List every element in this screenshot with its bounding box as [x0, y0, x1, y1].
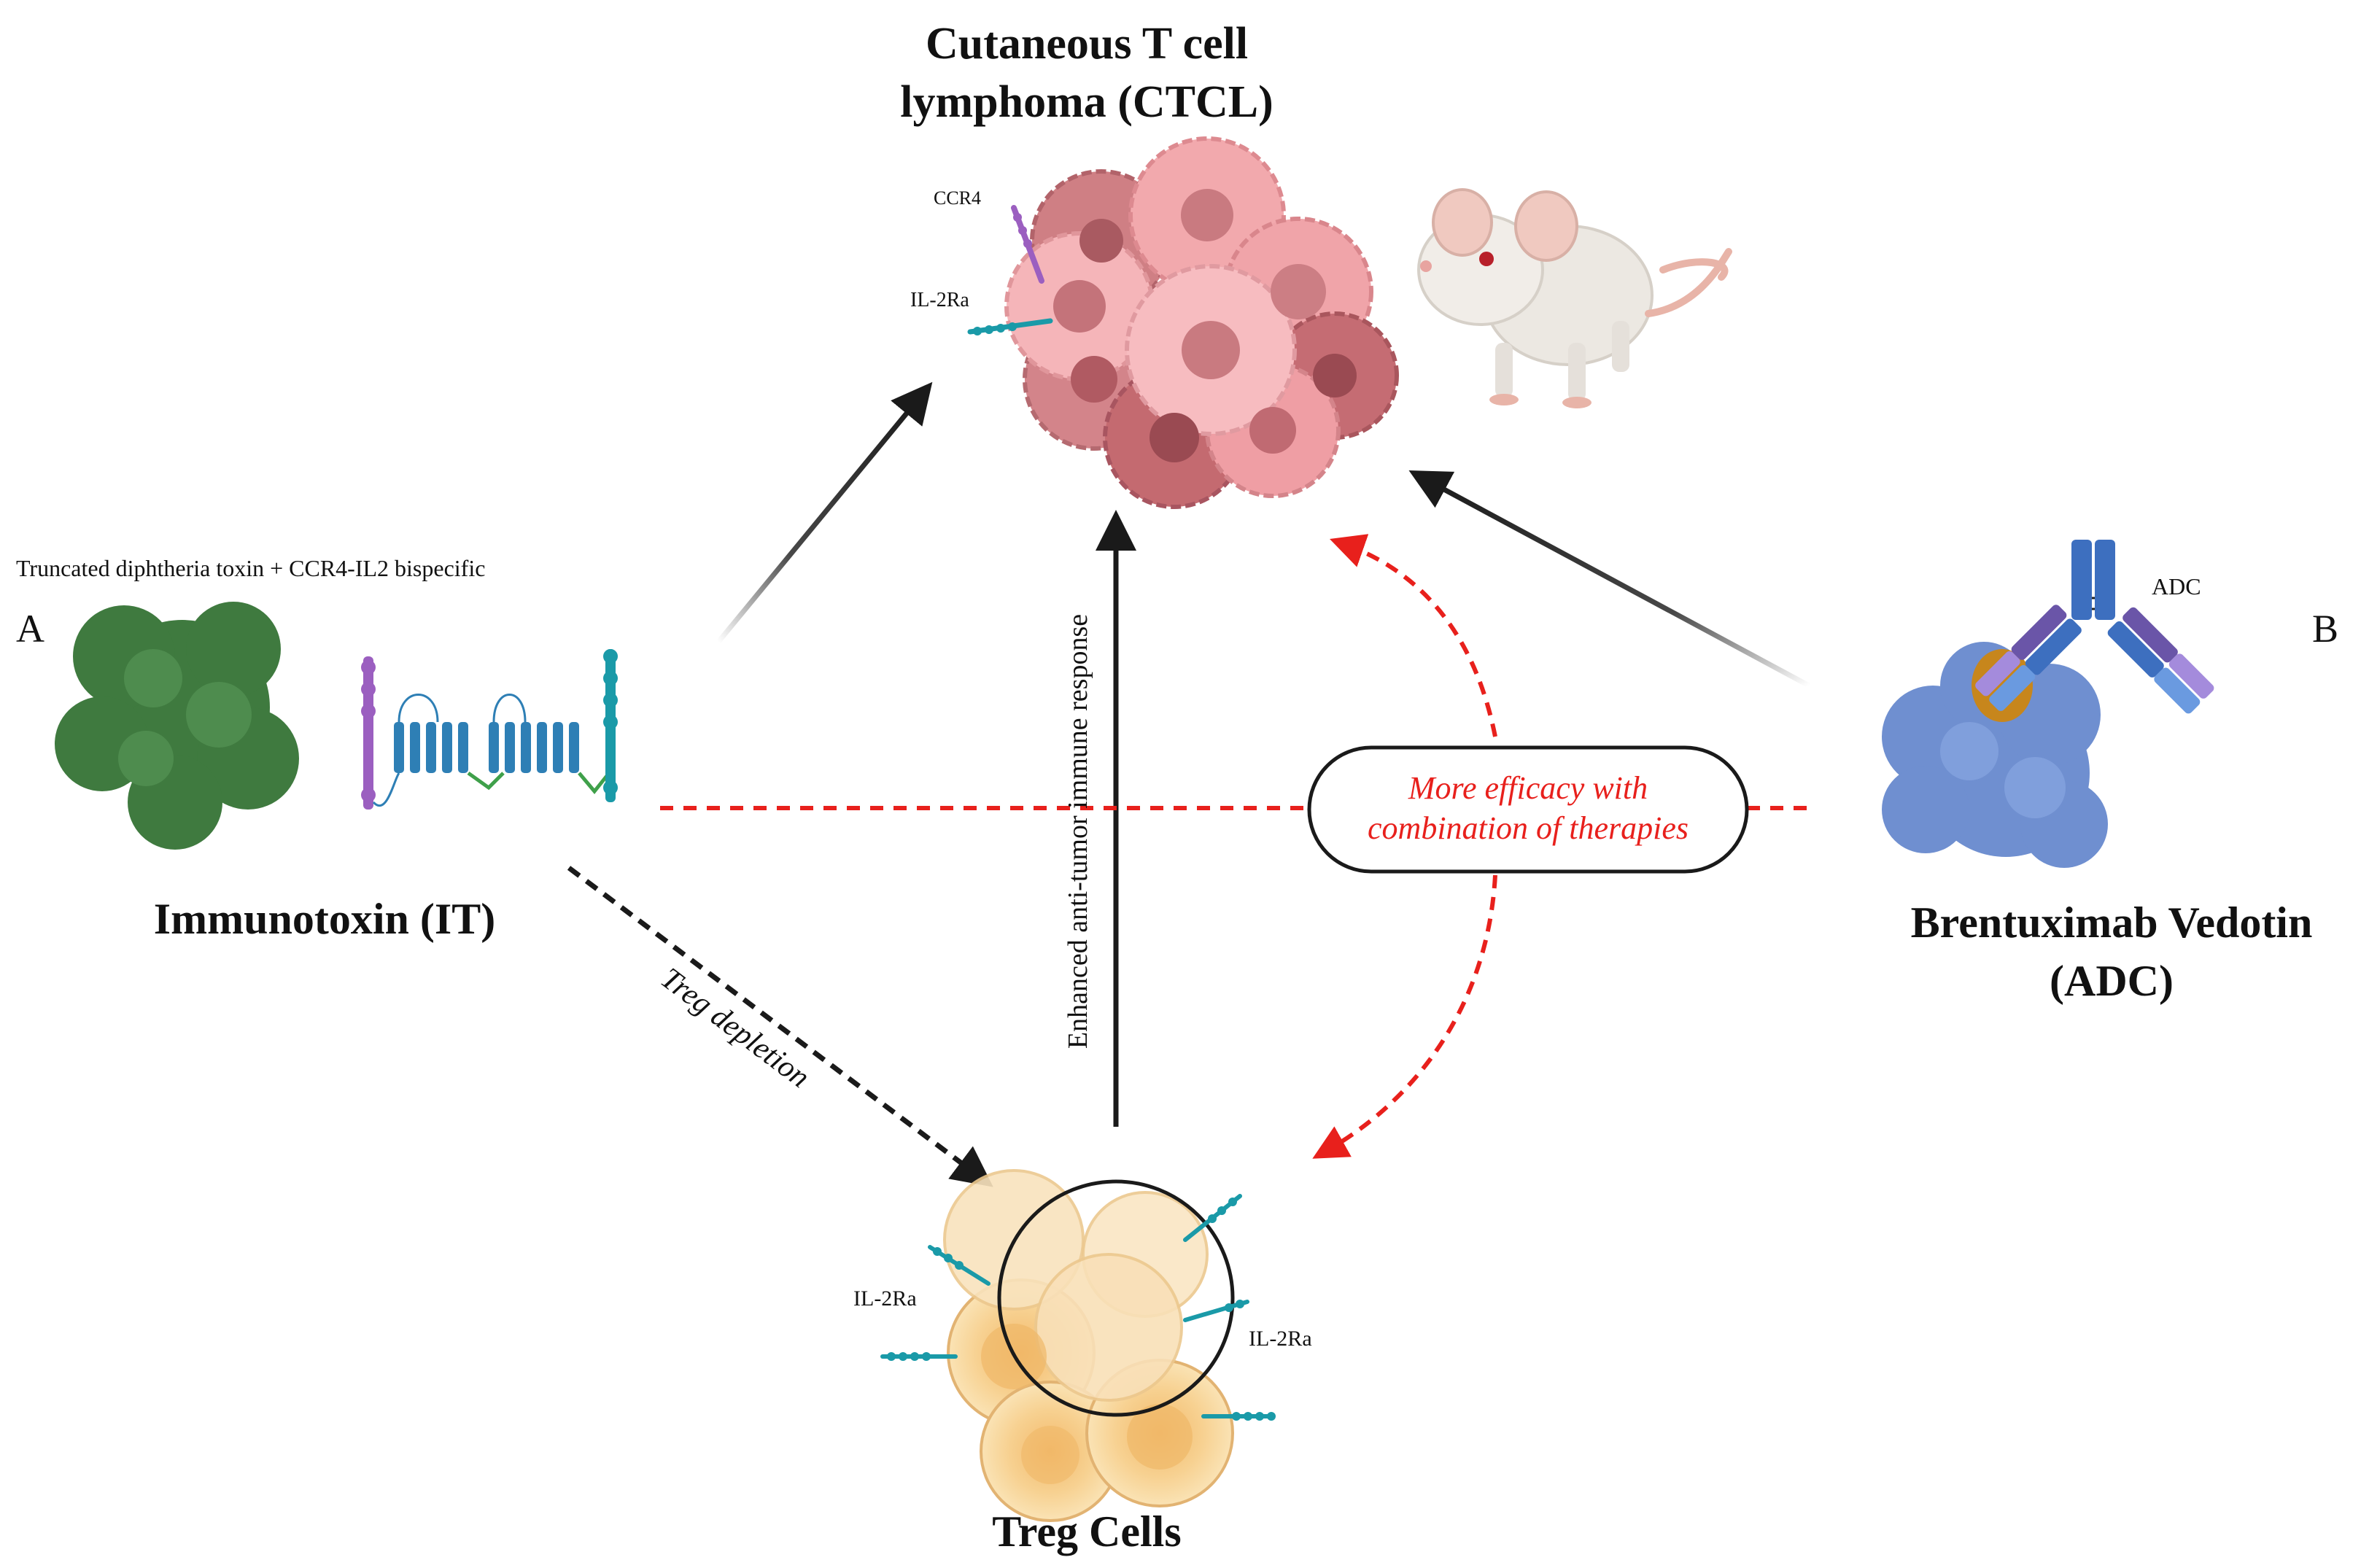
red-arrow-to-ctcl [1330, 534, 1497, 737]
ccr4-receptor-icon [1011, 205, 1044, 284]
it-title: Immunotoxin (IT) [154, 895, 495, 943]
treg-depletion-label: Treg depletion [654, 961, 815, 1095]
tumor-cell-cluster-icon [1004, 136, 1399, 509]
arrow-it-to-treg [567, 866, 993, 1187]
efficacy-line1: More efficacy with [1408, 770, 1648, 806]
il2ra-receptor-icon [967, 318, 1053, 335]
combination-therapy-callout: More efficacy with combination of therap… [1307, 745, 1749, 874]
efficacy-line2: combination of therapies [1368, 810, 1689, 846]
arrow-adc-to-ctcl [1408, 470, 1810, 688]
adc-antibody-icon [1972, 540, 2214, 722]
mouse-icon [1417, 188, 1732, 408]
treg-cell-cluster-icon [943, 1169, 1235, 1522]
treg-il2ra-right-label: IL-2Ra [1249, 1327, 1312, 1351]
adc-label: ADC [2152, 573, 2201, 599]
arrow-it-to-ctcl [716, 381, 933, 644]
panel-b-label: B [2312, 607, 2338, 651]
red-arrow-to-treg [1312, 874, 1497, 1159]
vertical-arrow-label: Enhanced anti-tumor immune response [1063, 614, 1093, 1049]
panel-a-label: A [16, 607, 44, 651]
diphtheria-toxin-icon [55, 602, 299, 850]
adc-title-line1: Brentuximab Vedotin [1911, 899, 2313, 947]
adc-title-line2: (ADC) [2050, 957, 2174, 1005]
ccr4-label: CCR4 [934, 187, 981, 209]
treg-title: Treg Cells [992, 1507, 1181, 1556]
ccr4-il2-bispecific-icon [361, 649, 618, 810]
treg-il2ra-receptors-icon [880, 1194, 1276, 1421]
ctcl-title-line1: Cutaneous T cell [926, 19, 1248, 69]
ctcl-title-line2: lymphoma (CTCL) [900, 77, 1273, 127]
il2ra-top-label: IL-2Ra [910, 289, 969, 311]
treg-il2ra-left-label: IL-2Ra [853, 1286, 917, 1311]
it-description: Truncated diphtheria toxin + CCR4-IL2 bi… [16, 555, 485, 581]
